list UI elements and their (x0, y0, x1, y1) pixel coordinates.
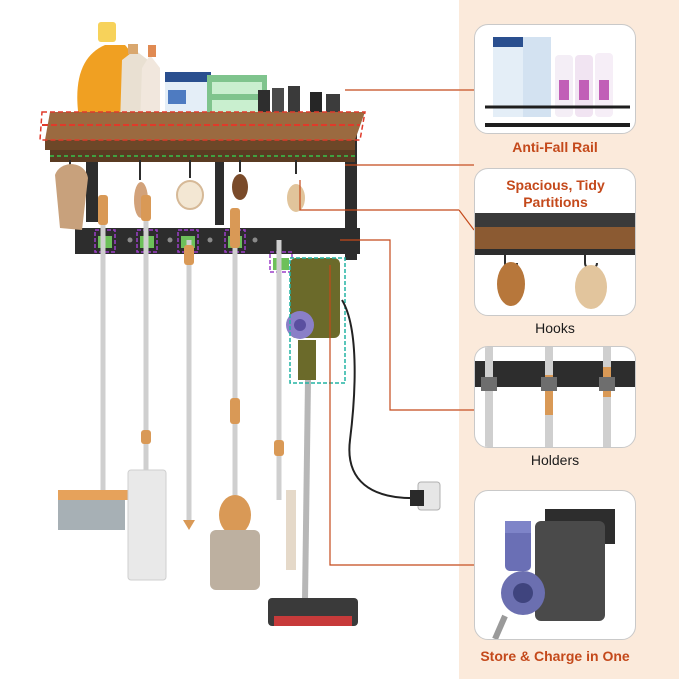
product-illustration (39, 22, 459, 626)
broom-head (58, 490, 140, 530)
rack-illustration (39, 22, 459, 626)
vacuum-highlight (289, 257, 346, 384)
shelf-bottles (77, 22, 160, 125)
scrub-brush (210, 495, 260, 590)
tool-handles (100, 200, 282, 520)
hooks-photo (475, 213, 635, 309)
store-charge-label: Store & Charge in One (480, 648, 630, 664)
store-charge-photo (492, 509, 615, 639)
mop-head (127, 469, 167, 581)
anti-fall-rail-photo (485, 37, 630, 127)
right-wall-bracket (345, 130, 357, 260)
charger-plug (410, 490, 424, 506)
holder-bar (75, 228, 360, 254)
partitions-label: Spacious, Tidy Partitions (506, 177, 605, 210)
rail-highlight (39, 111, 366, 141)
callout-connectors (459, 89, 475, 566)
holders-photo (475, 347, 635, 447)
charger-cable (341, 299, 421, 500)
vacuum-cleaner (268, 257, 358, 626)
center-wall-bracket (215, 160, 224, 225)
hooks-label: Hooks (535, 320, 575, 336)
anti-fall-rail-card (474, 24, 636, 134)
callout-lines (299, 89, 459, 566)
anti-fall-rail-label: Anti-Fall Rail (512, 139, 598, 155)
store-charge-card (474, 490, 636, 640)
partitions-hooks-card: Spacious, Tidy Partitions (474, 168, 636, 316)
holders-label: Holders (530, 452, 580, 468)
squeegee (286, 490, 296, 570)
holders-card (474, 346, 636, 448)
